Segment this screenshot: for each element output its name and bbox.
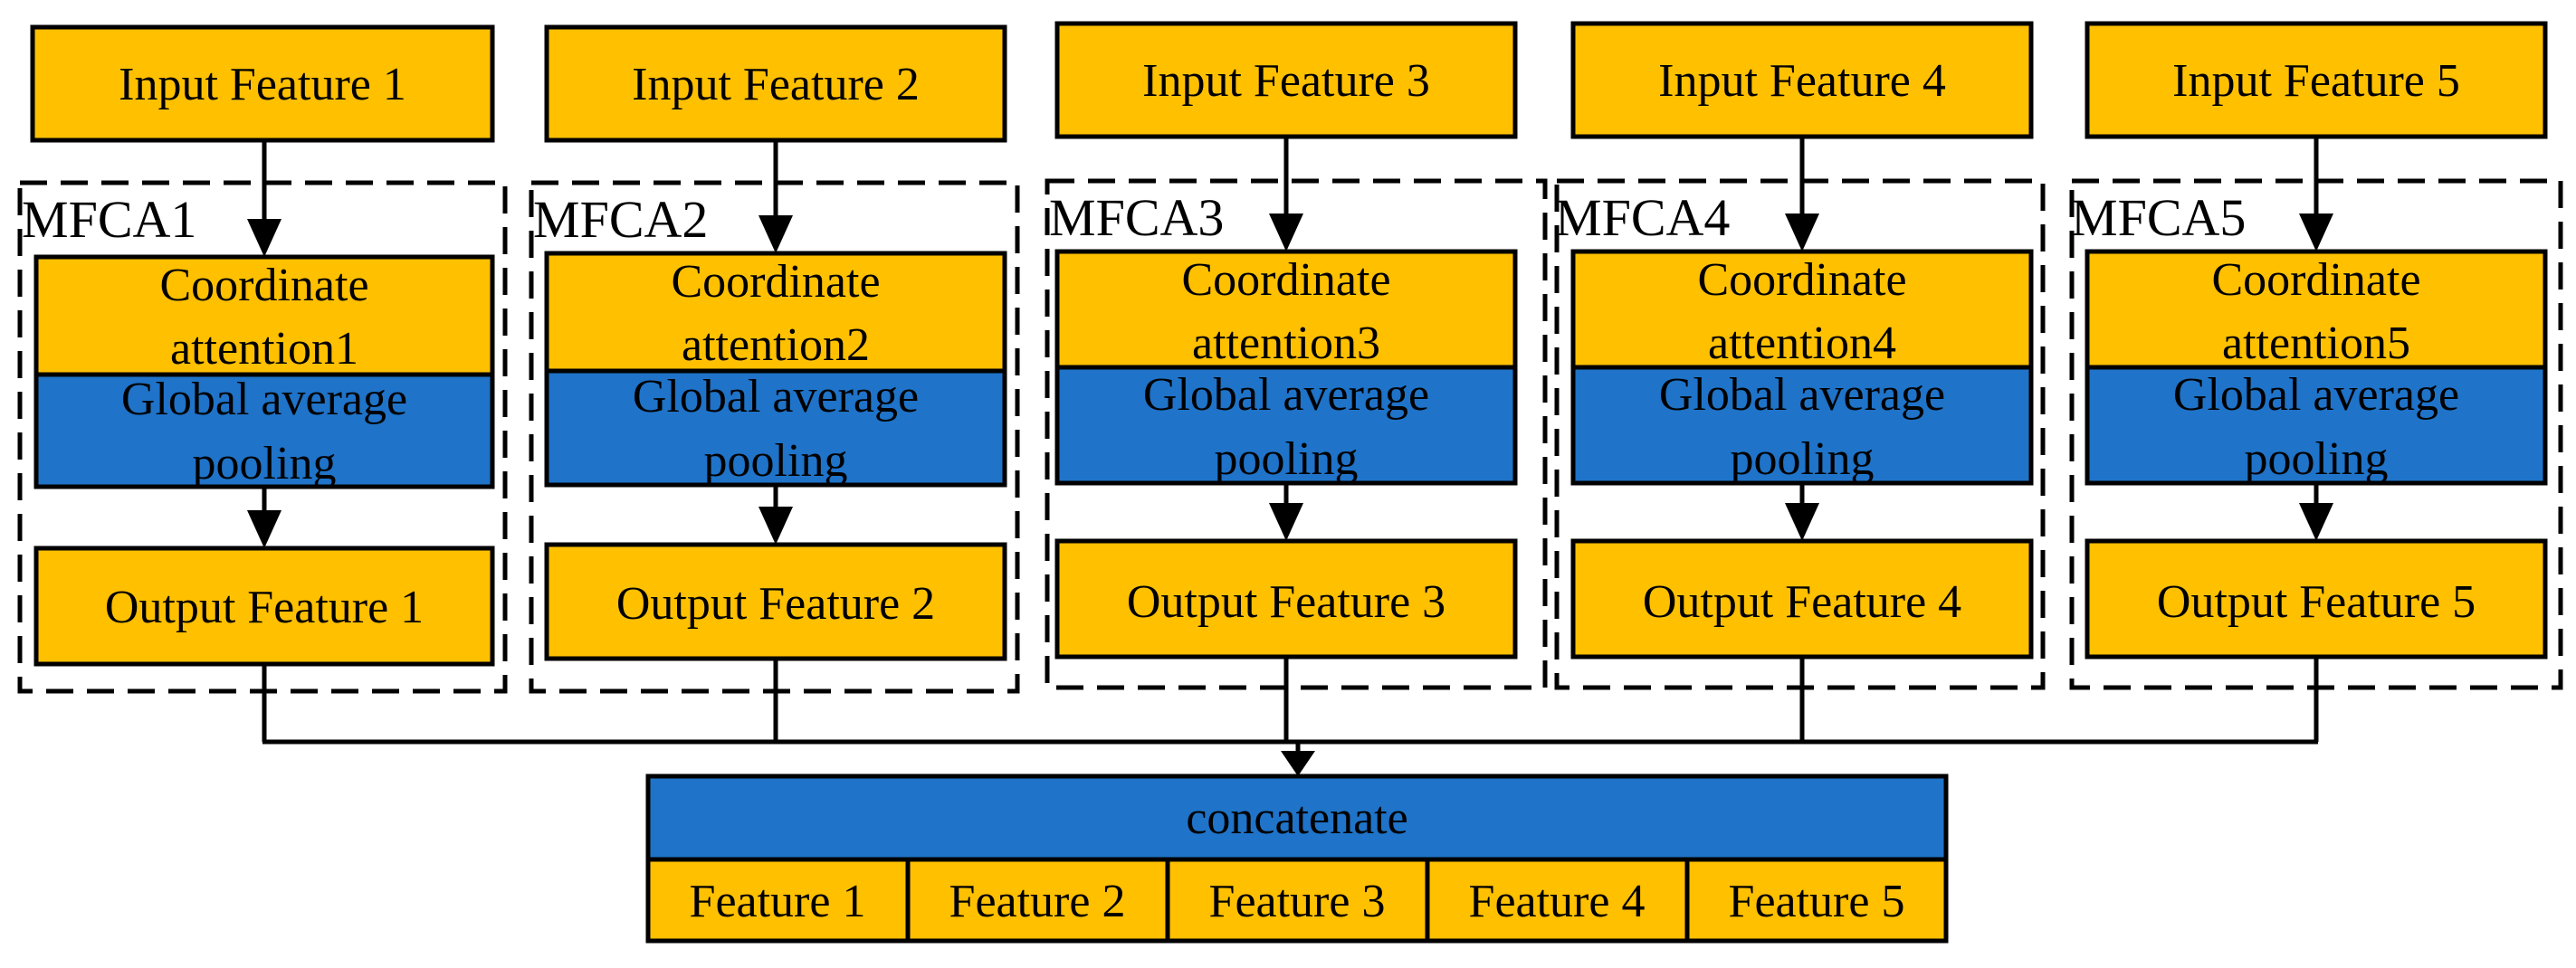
input-feature-label-4: Input Feature 4 bbox=[1658, 55, 1946, 107]
input-feature-label-1: Input Feature 1 bbox=[119, 59, 406, 110]
concat-arrowhead bbox=[1281, 751, 1315, 776]
mfca-label-4: MFCA4 bbox=[1555, 188, 1730, 247]
input-arrowhead-3 bbox=[1269, 214, 1303, 251]
input-feature-label-5: Input Feature 5 bbox=[2172, 55, 2460, 107]
input-feature-label-2: Input Feature 2 bbox=[632, 59, 920, 110]
coordinate-attention-line1-2: Coordinate bbox=[671, 256, 880, 308]
output-feature-label-1: Output Feature 1 bbox=[105, 582, 424, 633]
global-average-pooling-line2-2: pooling bbox=[704, 435, 848, 487]
output-feature-label-2: Output Feature 2 bbox=[616, 578, 935, 630]
global-average-pooling-box-4 bbox=[1570, 365, 2034, 486]
coordinate-attention-line1-5: Coordinate bbox=[2211, 254, 2420, 306]
input-arrowhead-2 bbox=[758, 215, 793, 253]
global-average-pooling-box-3 bbox=[1054, 365, 1518, 486]
pooling-arrowhead-2 bbox=[758, 507, 793, 545]
concatenate-label: concatenate bbox=[1186, 792, 1407, 844]
output-feature-box-2 bbox=[544, 542, 1007, 661]
global-average-pooling-line1-3: Global average bbox=[1143, 369, 1429, 421]
concat-feature-label-5: Feature 5 bbox=[1729, 876, 1905, 927]
global-average-pooling-line1-1: Global average bbox=[121, 374, 407, 425]
global-average-pooling-line1-4: Global average bbox=[1659, 369, 1945, 421]
concat-feature-label-2: Feature 2 bbox=[949, 876, 1126, 927]
global-average-pooling-line1-5: Global average bbox=[2173, 369, 2459, 421]
output-feature-box-5 bbox=[2085, 538, 2548, 660]
mfca-module-4: Input Feature 4 MFCA4 Coordinate attenti… bbox=[1554, 21, 2046, 690]
mfca-dashed-boundary-3 bbox=[1045, 178, 1548, 690]
global-average-pooling-line2-3: pooling bbox=[1215, 433, 1359, 485]
concat-feature-box-1 bbox=[645, 857, 911, 944]
mfca-module-2: Input Feature 2 MFCA2 Coordinate attenti… bbox=[529, 24, 1020, 694]
mfca-label-1: MFCA1 bbox=[22, 190, 196, 249]
coordinate-attention-box-1 bbox=[33, 254, 495, 377]
coordinate-attention-line2-5: attention5 bbox=[2222, 318, 2410, 369]
input-arrowhead-5 bbox=[2299, 214, 2333, 251]
global-average-pooling-line2-1: pooling bbox=[193, 438, 337, 489]
coordinate-attention-line2-4: attention4 bbox=[1708, 318, 1896, 369]
input-arrowhead-4 bbox=[1785, 214, 1819, 251]
coordinate-attention-line2-2: attention2 bbox=[682, 319, 870, 371]
global-average-pooling-line1-2: Global average bbox=[633, 371, 919, 422]
concat-feature-label-4: Feature 4 bbox=[1469, 876, 1646, 927]
mfca-label-5: MFCA5 bbox=[2071, 188, 2246, 247]
mfca-module-3: Input Feature 3 MFCA3 Coordinate attenti… bbox=[1045, 21, 1548, 690]
pooling-arrowhead-3 bbox=[1269, 503, 1303, 541]
concat-feature-label-3: Feature 3 bbox=[1209, 876, 1386, 927]
coordinate-attention-line2-1: attention1 bbox=[170, 323, 358, 375]
concat-feature-label-1: Feature 1 bbox=[690, 876, 866, 927]
mfca-label-3: MFCA3 bbox=[1049, 188, 1224, 247]
coordinate-attention-line2-3: attention3 bbox=[1192, 318, 1380, 369]
mfca-module-5: Input Feature 5 MFCA5 Coordinate attenti… bbox=[2069, 21, 2563, 690]
coordinate-attention-line1-1: Coordinate bbox=[159, 260, 368, 311]
global-average-pooling-box-2 bbox=[544, 368, 1007, 488]
output-feature-label-5: Output Feature 5 bbox=[2157, 576, 2476, 628]
global-average-pooling-line2-5: pooling bbox=[2245, 433, 2389, 485]
coordinate-attention-line1-4: Coordinate bbox=[1697, 254, 1906, 306]
input-feature-box-1 bbox=[30, 24, 495, 143]
output-feature-label-3: Output Feature 3 bbox=[1127, 576, 1445, 628]
concat-feature-box-4 bbox=[1425, 857, 1690, 944]
coordinate-attention-line1-3: Coordinate bbox=[1181, 254, 1390, 306]
output-feature-box-3 bbox=[1054, 538, 1518, 660]
input-arrowhead-1 bbox=[247, 219, 281, 257]
pooling-arrowhead-4 bbox=[1785, 503, 1819, 541]
input-feature-box-5 bbox=[2085, 21, 2548, 139]
mfca-label-2: MFCA2 bbox=[533, 190, 708, 249]
input-feature-box-4 bbox=[1570, 21, 2034, 139]
coordinate-attention-box-5 bbox=[2085, 249, 2548, 370]
output-feature-label-4: Output Feature 4 bbox=[1643, 576, 1961, 628]
input-feature-label-3: Input Feature 3 bbox=[1142, 55, 1430, 107]
global-average-pooling-line2-4: pooling bbox=[1731, 433, 1875, 485]
pooling-arrowhead-5 bbox=[2299, 503, 2333, 541]
merge-connectors bbox=[262, 657, 2319, 776]
pooling-arrowhead-1 bbox=[247, 510, 281, 548]
mfca-module-1: Input Feature 1 MFCA1 Coordinate attenti… bbox=[17, 24, 508, 694]
concat-feature-box-5 bbox=[1684, 857, 1949, 944]
coordinate-attention-box-3 bbox=[1054, 249, 1518, 370]
concatenate-box bbox=[645, 773, 1949, 862]
concatenate-block: concatenate Feature 1 Feature 2 Feature … bbox=[645, 773, 1949, 944]
coordinate-attention-box-2 bbox=[544, 251, 1007, 374]
concat-feature-box-3 bbox=[1165, 857, 1430, 944]
